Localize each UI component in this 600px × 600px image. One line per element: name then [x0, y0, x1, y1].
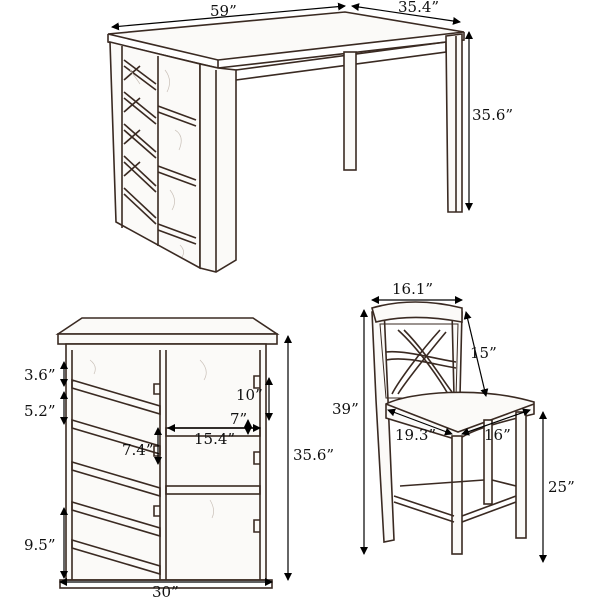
cubby-depth-label: 7”: [230, 410, 247, 428]
table-dimensions: 59” 35.4” 35.6”: [111, 0, 513, 211]
rack-depth-label: 7.4”: [122, 441, 154, 459]
table-width-line: [111, 2, 346, 31]
seat-width-label: 19.3”: [395, 426, 436, 444]
table-depth-label: 35.4”: [398, 0, 439, 16]
storage-width-label: 30”: [152, 583, 179, 600]
table-width-label: 59”: [210, 2, 237, 20]
storage-unit-drawing: [55, 317, 280, 589]
shelf-top-label: 3.6”: [24, 366, 56, 384]
seat-width-line: [387, 408, 453, 436]
seat-height-label: 25”: [548, 478, 575, 496]
bottom-gap-label: 9.5”: [24, 536, 56, 554]
seat-depth-label: 16”: [484, 426, 511, 444]
back-height-label: 15”: [470, 344, 497, 362]
counter-table-drawing: [107, 11, 465, 273]
seat-depth-line: [461, 408, 531, 436]
table-height-label: 35.6”: [472, 106, 513, 124]
stool-dimensions: 16.1” 15” 39” 19.3” 16” 25”: [332, 280, 575, 563]
shelf-gap-label: 5.2”: [24, 402, 56, 420]
cubby-height-label: 10”: [236, 386, 263, 404]
storage-dimensions: 3.6” 5.2” 10” 7” 7.4” 15.4” 35.6” 9.5” 3…: [24, 335, 334, 600]
back-height-line: [463, 311, 489, 397]
storage-height-label: 35.6”: [293, 446, 334, 464]
inner-width-label: 15.4”: [194, 430, 235, 448]
total-height-label: 39”: [332, 400, 359, 418]
table-depth-line: [351, 3, 461, 25]
back-width-label: 16.1”: [392, 280, 433, 298]
